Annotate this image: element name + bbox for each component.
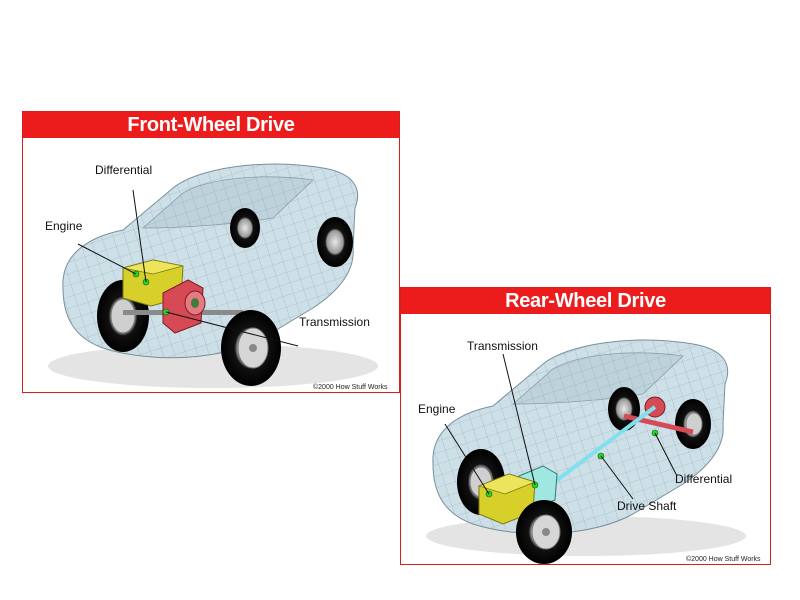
rear-left-wheel	[230, 208, 260, 248]
differential-leader-line	[654, 432, 678, 477]
engine-label: Engine	[45, 219, 83, 233]
front-right-wheel	[221, 310, 281, 386]
engine-block	[477, 473, 537, 525]
rear-right-wheel	[317, 217, 353, 267]
differential-label: Differential	[95, 163, 153, 177]
rear-right-wheel	[675, 399, 711, 449]
rear-wheel-drive-illustration	[426, 339, 746, 564]
copyright-text: ©2000 How Stuff Works	[686, 556, 761, 563]
engine-leader-line	[444, 423, 490, 495]
drive-shaft	[539, 405, 657, 494]
front-wheel-drive-panel: Front-Wheel Drive	[22, 111, 400, 393]
engine-leader-line	[77, 243, 137, 275]
transmission-label: Transmission	[467, 339, 538, 353]
copyright-text: ©2000 How Stuff Works	[313, 384, 388, 391]
transmission-label: Transmission	[299, 315, 370, 329]
front-wheel-drive-title: Front-Wheel Drive	[23, 112, 399, 138]
rear-wheel-drive-title: Rear-Wheel Drive	[401, 288, 770, 314]
rear-axle	[623, 413, 694, 435]
transmission-leader-line	[502, 353, 536, 486]
differential-leader-line	[132, 189, 147, 283]
differential-label: Differential	[675, 472, 733, 486]
rear-left-wheel	[608, 387, 640, 431]
drive-shaft-label: Drive Shaft	[617, 499, 677, 513]
transmission-leader-line	[165, 311, 299, 347]
rear-wheel-drive-panel: Rear-Wheel Drive	[400, 287, 771, 565]
drive-shaft-leader-line	[600, 455, 634, 500]
front-right-wheel	[516, 500, 572, 564]
engine-label: Engine	[418, 402, 456, 416]
transmission-unit	[162, 279, 206, 334]
front-wheel-drive-illustration	[48, 163, 378, 388]
